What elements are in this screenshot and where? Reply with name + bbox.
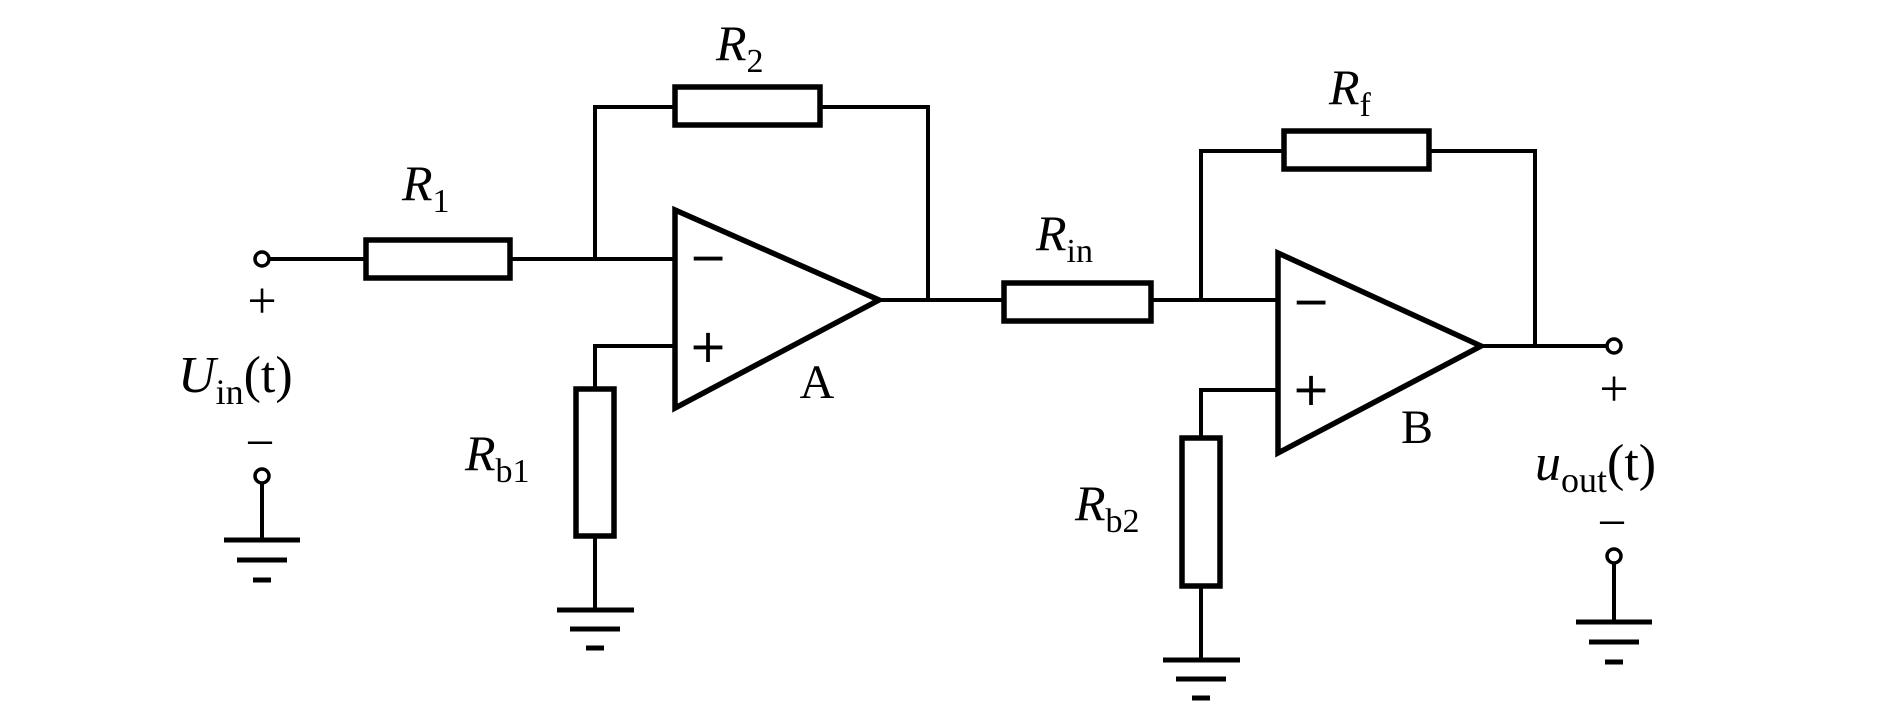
ground-symbol-output — [1576, 619, 1652, 665]
opamp-b — [1275, 248, 1488, 458]
resistor-rb2-label: Rb2 — [1074, 475, 1140, 540]
ground-symbol-rb2 — [1163, 657, 1240, 701]
opamp-a-inverting-symbol: − — [689, 230, 728, 284]
input-plus-terminal — [253, 250, 271, 268]
output-minus-terminal — [1605, 547, 1623, 565]
resistor-rb1 — [573, 386, 617, 539]
ground-symbol-rb1 — [557, 607, 634, 651]
wire-rf-feedback-left — [1199, 149, 1286, 302]
opamp-b-label: B — [1401, 401, 1433, 454]
resistor-rin — [1001, 280, 1154, 324]
opamp-a-label: A — [800, 356, 835, 409]
resistor-rf — [1281, 128, 1432, 172]
resistor-rf-label: Rf — [1328, 59, 1372, 124]
wire-r2-feedback-left — [593, 105, 677, 261]
input-plus-sign: + — [247, 273, 276, 330]
wire-rf-feedback-right — [1427, 149, 1537, 348]
resistor-rin-label: Rin — [1035, 205, 1093, 270]
output-voltage-label: uout(t) — [1535, 435, 1656, 500]
output-plus-terminal — [1605, 337, 1623, 355]
resistor-rb1-label: Rb1 — [464, 425, 530, 490]
input-minus-sign: − — [245, 415, 274, 472]
output-plus-sign: + — [1599, 361, 1628, 418]
input-minus-terminal — [253, 467, 271, 485]
wire-opamp-a-plus-to-rb1 — [593, 344, 677, 390]
opamp-a — [672, 205, 886, 413]
ground-symbol-input — [224, 537, 300, 583]
opamp-b-inverting-symbol: − — [1292, 274, 1331, 328]
wires — [260, 105, 1616, 662]
resistor-r2 — [672, 84, 823, 128]
input-voltage-label: Uin(t) — [178, 347, 293, 412]
resistor-rb2 — [1179, 435, 1223, 589]
opamp-b-noninverting-symbol: + — [1292, 362, 1331, 416]
resistor-r1 — [363, 237, 513, 281]
opamp-a-noninverting-symbol: + — [689, 319, 728, 373]
wire-opamp-b-plus-to-rb2 — [1199, 388, 1280, 440]
resistor-r2-label: R2 — [715, 15, 764, 80]
output-minus-sign: − — [1597, 495, 1626, 552]
wire-r2-feedback-right — [818, 105, 930, 302]
resistor-r1-label: R1 — [401, 155, 450, 220]
